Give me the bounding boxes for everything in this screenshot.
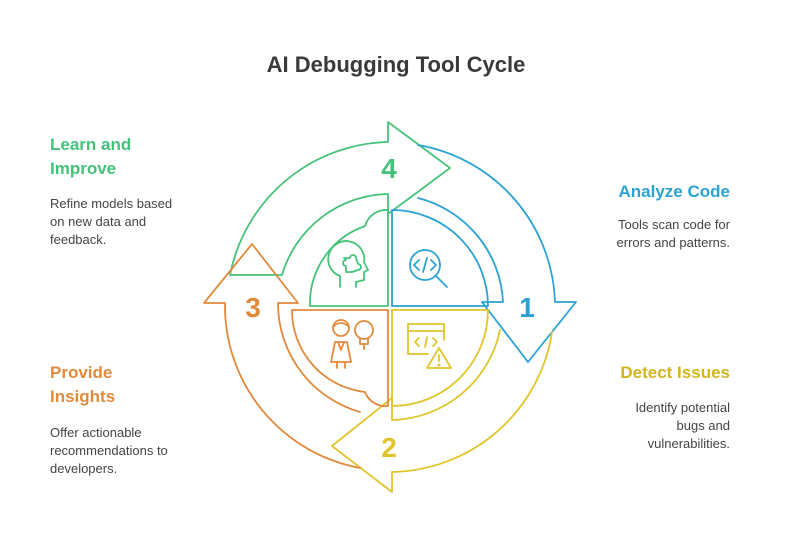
quadrant-learn <box>309 209 389 307</box>
stage-number-1: 1 <box>519 292 535 323</box>
quadrant-insights <box>291 309 389 408</box>
learn-stage-description: Refine models based on new data and feed… <box>50 196 173 247</box>
stage-number-2: 2 <box>381 432 397 463</box>
arrow-learn <box>229 121 451 276</box>
quadrant-analyze <box>391 209 489 307</box>
detect-stage-title: Detect Issues <box>620 363 730 382</box>
head-puzzle-icon <box>327 240 369 288</box>
person-idea-icon <box>330 319 374 369</box>
analyze-stage-title: Analyze Code <box>618 182 730 201</box>
detect-stage-description: Identify potential bugs and vulnerabilit… <box>635 400 730 451</box>
arrow-detect <box>331 329 553 493</box>
code-search-icon <box>409 249 448 288</box>
analyze-stage-description: Tools scan code for errors and patterns. <box>616 217 730 250</box>
insights-stage-title: Provide Insights <box>50 363 116 406</box>
diagram-title: AI Debugging Tool Cycle <box>266 52 526 77</box>
insights-stage-description: Offer actionable recommendations to deve… <box>50 425 168 476</box>
code-warning-icon <box>407 323 452 369</box>
quadrant-detect <box>391 309 489 407</box>
arrow-analyze <box>417 144 577 363</box>
arrow-insights <box>203 243 361 469</box>
stage-number-4: 4 <box>381 153 397 184</box>
learn-stage-title: Learn and Improve <box>50 135 132 178</box>
stage-number-3: 3 <box>245 292 261 323</box>
